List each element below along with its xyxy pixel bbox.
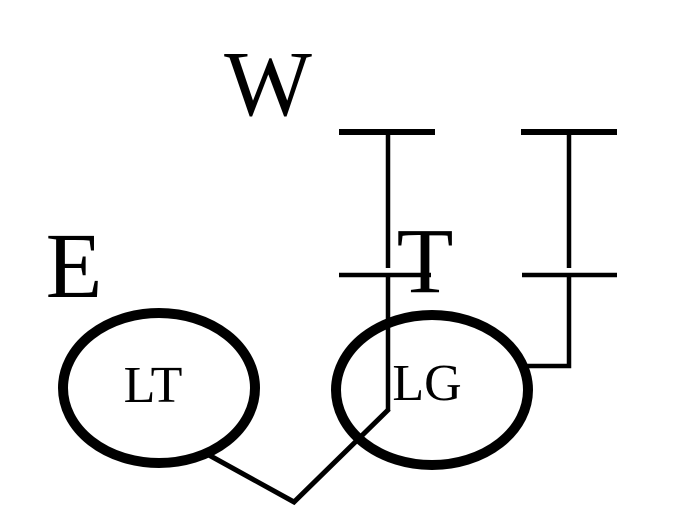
label-e: E: [46, 215, 103, 318]
label-lg: LG: [392, 355, 461, 412]
label-t: T: [397, 210, 454, 313]
right-to-lg-connector-wire: [523, 275, 572, 369]
label-w: W: [224, 33, 312, 136]
lt-to-middle-stem-v-wire: [205, 407, 391, 506]
label-lt: LT: [124, 357, 183, 414]
lg-node-ellipse: [331, 310, 533, 470]
lt-node-ellipse: [58, 308, 260, 468]
